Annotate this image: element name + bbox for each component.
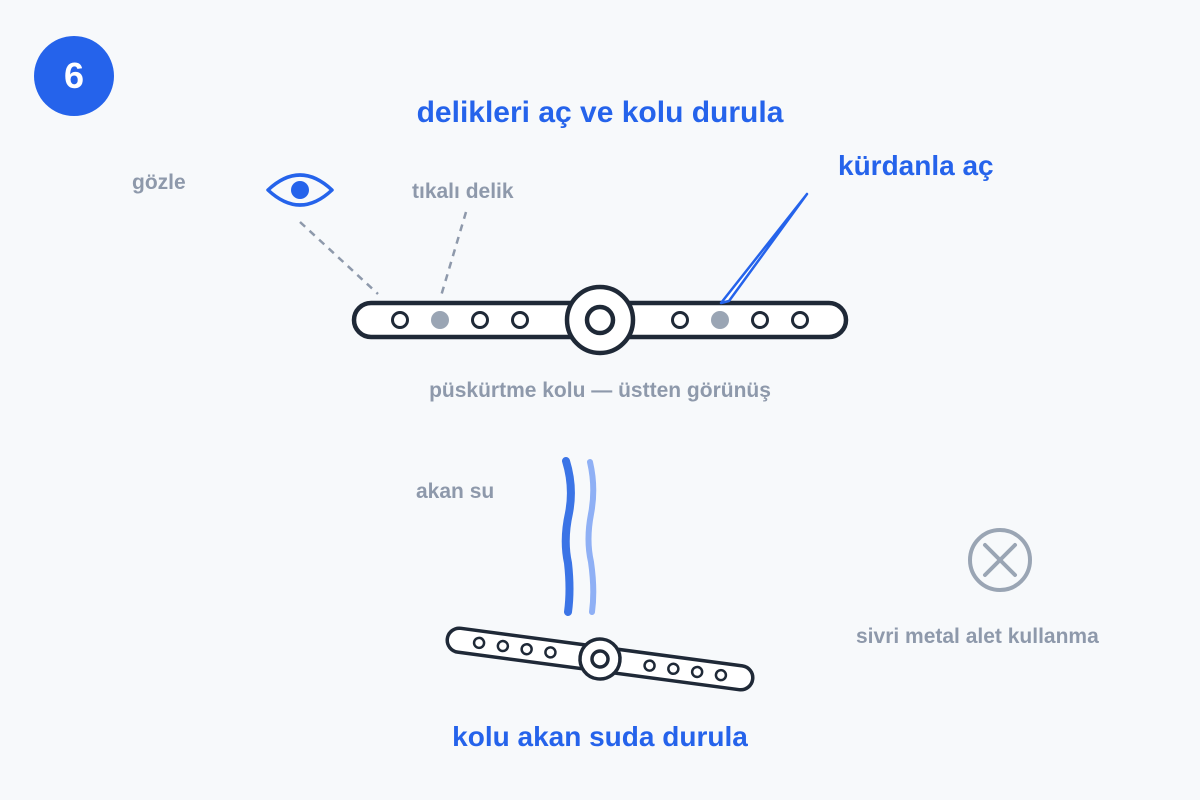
eye-icon xyxy=(266,173,334,207)
spray-arm-rinse xyxy=(445,626,755,692)
spray-holes xyxy=(391,311,809,329)
running-water-label: akan su xyxy=(416,480,495,503)
clogged-hole xyxy=(431,311,449,329)
eye-label: gözle xyxy=(132,171,186,194)
bottom-caption: kolu akan suda durula xyxy=(452,721,748,752)
x-circle-icon xyxy=(968,528,1032,592)
warning-label: sivri metal alet kullanma xyxy=(856,625,1099,648)
water-stream-icon xyxy=(561,457,597,616)
spray-arm-top-view xyxy=(351,284,849,356)
toothpick-icon xyxy=(719,192,809,305)
eye-leader-line xyxy=(299,221,379,295)
clogged-hole xyxy=(711,311,729,329)
clogged-hole-label: tıkalı delik xyxy=(412,180,514,203)
toothpick-label: kürdanla aç xyxy=(838,150,994,181)
clogged-leader-line xyxy=(439,211,468,297)
spray-arm-caption: püskürtme kolu — üstten görünüş xyxy=(429,379,771,402)
step-title: delikleri aç ve kolu durula xyxy=(416,96,784,129)
step-number-badge: 6 xyxy=(34,36,114,116)
